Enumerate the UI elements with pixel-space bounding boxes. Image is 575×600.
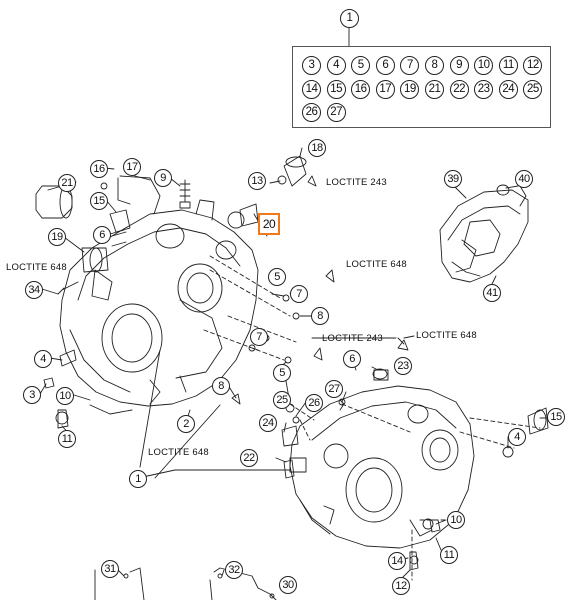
callout-2[interactable]: 2 <box>177 415 195 433</box>
callout-41[interactable]: 41 <box>483 284 501 302</box>
callout-3[interactable]: 3 <box>23 386 41 404</box>
callout-15-left[interactable]: 15 <box>90 192 108 210</box>
callout-27[interactable]: 27 <box>325 380 343 398</box>
kit-item-8[interactable]: 8 <box>425 56 444 75</box>
kit-item-3[interactable]: 3 <box>302 56 321 75</box>
callout-14[interactable]: 14 <box>388 552 406 570</box>
callout-9[interactable]: 9 <box>154 169 172 187</box>
callout-4-left[interactable]: 4 <box>34 350 52 368</box>
kit-item-14[interactable]: 14 <box>302 79 321 99</box>
loctite-label-648-mid: LOCTITE 648 <box>346 259 407 270</box>
kit-item-15[interactable]: 15 <box>326 79 346 99</box>
kit-item-7[interactable]: 7 <box>400 56 420 75</box>
kit-item-6[interactable]: 6 <box>375 56 395 75</box>
kit-item-24[interactable]: 24 <box>498 79 518 99</box>
callout-4-right[interactable]: 4 <box>508 428 526 446</box>
callout-8-lower[interactable]: 8 <box>212 377 230 395</box>
callout-40[interactable]: 40 <box>515 170 533 188</box>
callout-13[interactable]: 13 <box>248 172 266 190</box>
callout-20-highlighted[interactable]: 20 <box>258 213 280 235</box>
callout-21[interactable]: 21 <box>58 174 76 192</box>
loctite-label-648-left: LOCTITE 648 <box>6 262 67 273</box>
kit-item-11[interactable]: 11 <box>498 56 518 75</box>
callout-24[interactable]: 24 <box>259 414 277 432</box>
callout-17[interactable]: 17 <box>123 158 141 176</box>
callout-5-lower[interactable]: 5 <box>273 364 291 382</box>
callout-30[interactable]: 30 <box>279 576 297 594</box>
kit-item-17[interactable]: 17 <box>375 79 395 99</box>
callout-39[interactable]: 39 <box>444 170 462 188</box>
callout-18[interactable]: 18 <box>308 139 326 157</box>
callout-11-right[interactable]: 11 <box>440 546 458 564</box>
callout-6-right[interactable]: 6 <box>343 350 361 368</box>
kit-item-12[interactable]: 12 <box>523 56 543 75</box>
callout-5-upper[interactable]: 5 <box>268 268 286 286</box>
kit-item-21[interactable]: 21 <box>425 79 444 99</box>
loctite-label-243-right: LOCTITE 243 <box>322 333 383 344</box>
callout-kit[interactable]: 1 <box>340 9 359 28</box>
kit-item-23[interactable]: 23 <box>474 79 494 99</box>
loctite-label-648-right: LOCTITE 648 <box>416 330 477 341</box>
callout-25[interactable]: 25 <box>273 391 291 409</box>
callout-10-left[interactable]: 10 <box>56 387 74 405</box>
loctite-label-243-top: LOCTITE 243 <box>326 177 387 188</box>
callout-32[interactable]: 32 <box>225 561 243 579</box>
kit-item-19[interactable]: 19 <box>400 79 420 99</box>
loctite-label-648-bottom: LOCTITE 648 <box>148 447 209 458</box>
callout-31[interactable]: 31 <box>101 560 119 578</box>
callout-12[interactable]: 12 <box>392 577 410 595</box>
callout-34[interactable]: 34 <box>25 281 43 299</box>
kit-item-5[interactable]: 5 <box>351 56 371 75</box>
callout-6-left[interactable]: 6 <box>93 226 111 244</box>
callout-26[interactable]: 26 <box>305 394 323 412</box>
callout-11-left[interactable]: 11 <box>58 430 76 448</box>
kit-item-9[interactable]: 9 <box>449 56 469 75</box>
callout-15-right[interactable]: 15 <box>547 408 565 426</box>
callout-23[interactable]: 23 <box>394 357 412 375</box>
kit-item-27[interactable]: 27 <box>326 103 346 122</box>
callout-7-lower[interactable]: 7 <box>250 328 268 346</box>
callout-19[interactable]: 19 <box>48 228 66 246</box>
callout-7-upper[interactable]: 7 <box>290 285 308 303</box>
callout-22[interactable]: 22 <box>240 449 258 467</box>
kit-item-25[interactable]: 25 <box>523 79 543 99</box>
kit-item-10[interactable]: 10 <box>474 56 494 75</box>
callout-8-upper[interactable]: 8 <box>311 307 329 325</box>
kit-item-26[interactable]: 26 <box>302 103 321 122</box>
kit-item-22[interactable]: 22 <box>449 79 469 99</box>
callout-1-main[interactable]: 1 <box>129 470 147 488</box>
kit-item-16[interactable]: 16 <box>351 79 371 99</box>
kit-item-4[interactable]: 4 <box>326 56 346 75</box>
callout-16[interactable]: 16 <box>90 160 108 178</box>
callout-10-right[interactable]: 10 <box>447 511 465 529</box>
